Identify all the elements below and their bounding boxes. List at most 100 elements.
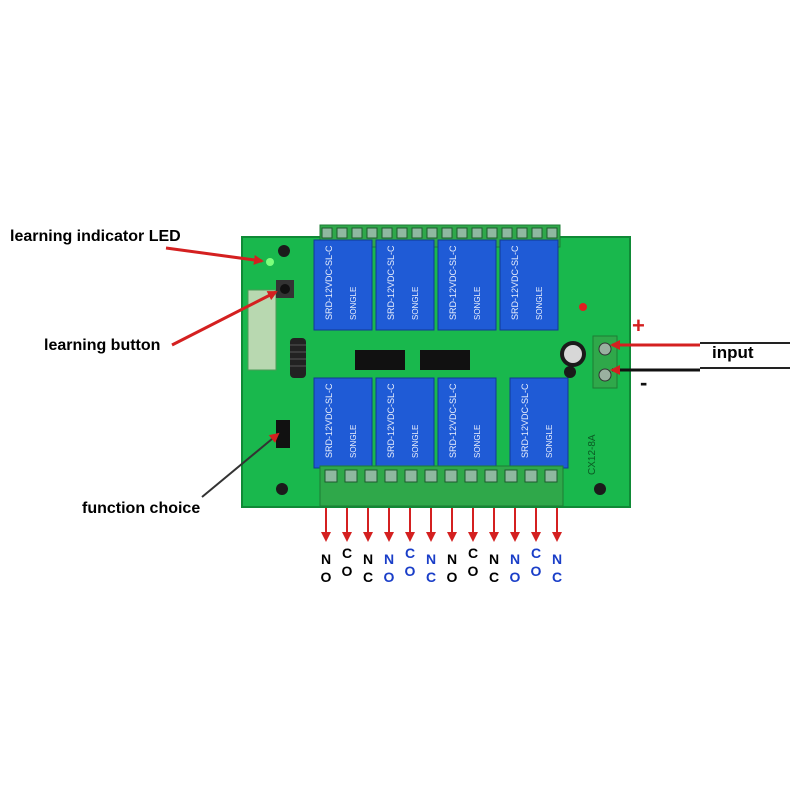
board-model-text: CX12-8A	[587, 434, 598, 475]
terminal-screw	[344, 469, 358, 483]
relay-brand-text: SONGLE	[545, 425, 554, 458]
bottom-terminal-strip	[319, 465, 564, 507]
terminal-label-top: C	[404, 545, 416, 561]
terminal-screw	[404, 469, 418, 483]
terminal-screw	[464, 469, 478, 483]
terminal-screw	[426, 227, 438, 239]
mounting-hole	[276, 483, 288, 495]
relay-brand-text: SONGLE	[349, 425, 358, 458]
terminal-screw	[384, 469, 398, 483]
terminal-label-bottom: O	[446, 569, 458, 585]
ic-chip	[355, 350, 405, 370]
terminal-screw	[396, 227, 408, 239]
plus-sign: +	[632, 313, 645, 338]
terminal-label-bottom: O	[509, 569, 521, 585]
label-function-choice: function choice	[82, 500, 201, 517]
terminal-label-top: C	[341, 545, 353, 561]
terminal-screw	[471, 227, 483, 239]
power-led	[579, 303, 587, 311]
relay-brand-text: SONGLE	[535, 287, 544, 320]
terminal-label-bottom: O	[530, 563, 542, 579]
terminal-label-bottom: O	[320, 569, 332, 585]
ic-chip	[420, 350, 470, 370]
small-capacitor	[564, 366, 576, 378]
input-screw	[598, 342, 612, 356]
terminal-label-top: C	[467, 545, 479, 561]
relay-model-text: SRD-12VDC-SL-C	[324, 245, 334, 320]
terminal-label-bottom: O	[404, 563, 416, 579]
arrow-function-choice	[201, 432, 280, 498]
terminal-screw	[501, 227, 513, 239]
terminal-screw	[524, 469, 538, 483]
relay-model-text: SRD-12VDC-SL-C	[510, 245, 520, 320]
relay-top-2	[375, 239, 435, 331]
learning-button-part	[276, 280, 294, 298]
terminal-screw	[486, 227, 498, 239]
relay-top-4	[499, 239, 559, 331]
terminal-label-top: N	[551, 551, 563, 567]
input-screw	[598, 368, 612, 382]
terminal-screw	[444, 469, 458, 483]
terminal-screw	[531, 227, 543, 239]
relay-bottom-4	[509, 377, 569, 469]
mounting-hole	[278, 245, 290, 257]
terminal-screw	[544, 469, 558, 483]
mounting-hole	[594, 483, 606, 495]
terminal-label-top: N	[383, 551, 395, 567]
terminal-screw	[456, 227, 468, 239]
terminal-screw	[364, 469, 378, 483]
terminal-screw	[324, 469, 338, 483]
terminal-screw	[504, 469, 518, 483]
label-learning-button: learning button	[44, 337, 161, 354]
relay-model-text: SRD-12VDC-SL-C	[386, 245, 396, 320]
terminal-screw	[546, 227, 558, 239]
minus-sign: -	[640, 370, 648, 395]
terminal-screw	[381, 227, 393, 239]
terminal-label-bottom: C	[425, 569, 437, 585]
relay-brand-text: SONGLE	[411, 287, 420, 320]
terminal-label-top: N	[509, 551, 521, 567]
relay-brand-text: SONGLE	[411, 425, 420, 458]
relay-top-1	[313, 239, 373, 331]
terminal-label-bottom: C	[362, 569, 374, 585]
terminal-screw	[321, 227, 333, 239]
label-input: input	[712, 343, 754, 362]
terminal-label-top: N	[446, 551, 458, 567]
relay-model-text: SRD-12VDC-SL-C	[448, 383, 458, 458]
terminal-label-bottom: C	[488, 569, 500, 585]
terminal-label-top: N	[425, 551, 437, 567]
terminal-screw	[366, 227, 378, 239]
terminal-label-top: N	[488, 551, 500, 567]
terminal-label-bottom: O	[383, 569, 395, 585]
terminal-screw	[411, 227, 423, 239]
relay-bottom-1	[313, 377, 373, 469]
relay-brand-text: SONGLE	[473, 287, 482, 320]
relay-model-text: SRD-12VDC-SL-C	[520, 383, 530, 458]
terminal-label-top: C	[530, 545, 542, 561]
terminal-screw	[484, 469, 498, 483]
relay-brand-text: SONGLE	[349, 287, 358, 320]
arrow-learning-button	[171, 290, 278, 347]
terminal-screw	[336, 227, 348, 239]
arrow-learning-led	[165, 246, 264, 265]
function-jumper	[276, 420, 290, 448]
label-learning-led: learning indicator LED	[10, 228, 181, 245]
learning-led	[266, 258, 274, 266]
terminal-label-bottom: O	[467, 563, 479, 579]
antenna-coil	[290, 338, 306, 378]
terminal-screw	[516, 227, 528, 239]
relay-model-text: SRD-12VDC-SL-C	[448, 245, 458, 320]
relay-bottom-3	[437, 377, 497, 469]
relay-model-text: SRD-12VDC-SL-C	[386, 383, 396, 458]
terminal-label-top: N	[320, 551, 332, 567]
terminal-screw	[424, 469, 438, 483]
terminal-label-bottom: O	[341, 563, 353, 579]
terminal-screw	[441, 227, 453, 239]
relay-brand-text: SONGLE	[473, 425, 482, 458]
relay-top-3	[437, 239, 497, 331]
capacitor	[560, 341, 586, 367]
relay-bottom-2	[375, 377, 435, 469]
terminal-screw	[351, 227, 363, 239]
